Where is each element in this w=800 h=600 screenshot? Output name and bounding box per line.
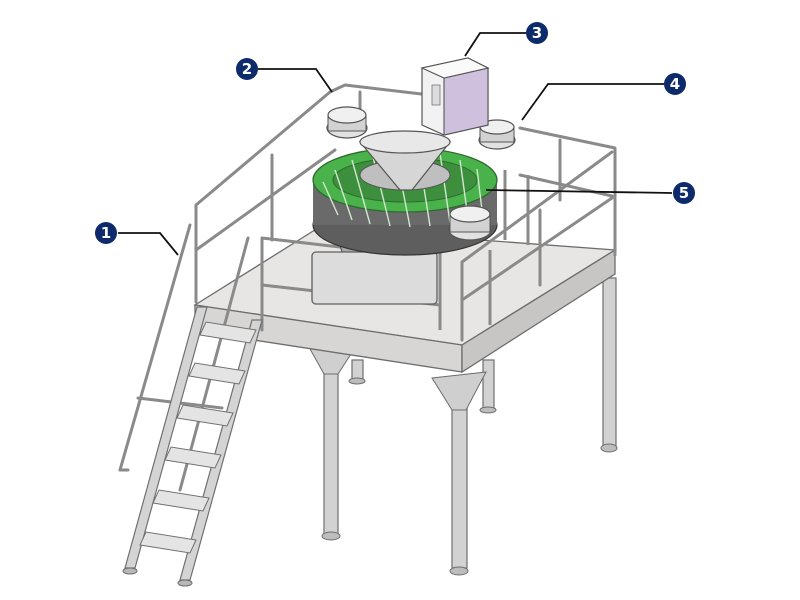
leg-feet — [321, 377, 618, 576]
callout-badge — [664, 73, 686, 95]
platform-legs — [323, 277, 617, 569]
callout-4: 4 — [664, 73, 686, 95]
callout-number: 3 — [532, 24, 542, 42]
callout-number: 4 — [670, 75, 680, 93]
callout-badge — [526, 22, 548, 44]
multihead-weigher — [311, 57, 530, 330]
callout-badge — [673, 182, 695, 204]
callout-badge — [95, 222, 117, 244]
callout-number: 1 — [101, 224, 111, 242]
electrical-box — [311, 251, 438, 305]
callout-badge — [236, 58, 258, 80]
callout-5: 5 — [673, 182, 695, 204]
callout-2: 2 — [236, 58, 258, 80]
callout-leaders — [118, 32, 673, 256]
callout-1: 1 — [95, 222, 117, 244]
control-cabinet — [420, 57, 490, 136]
platform-railings — [194, 83, 617, 342]
feeder-bowl-front — [448, 205, 492, 241]
stair-treads — [139, 321, 257, 554]
callout-3: 3 — [526, 22, 548, 44]
callout-number: 2 — [242, 60, 252, 78]
access-staircase — [118, 223, 263, 587]
callout-number: 5 — [679, 184, 689, 202]
feeder-bowl-left — [326, 106, 368, 139]
